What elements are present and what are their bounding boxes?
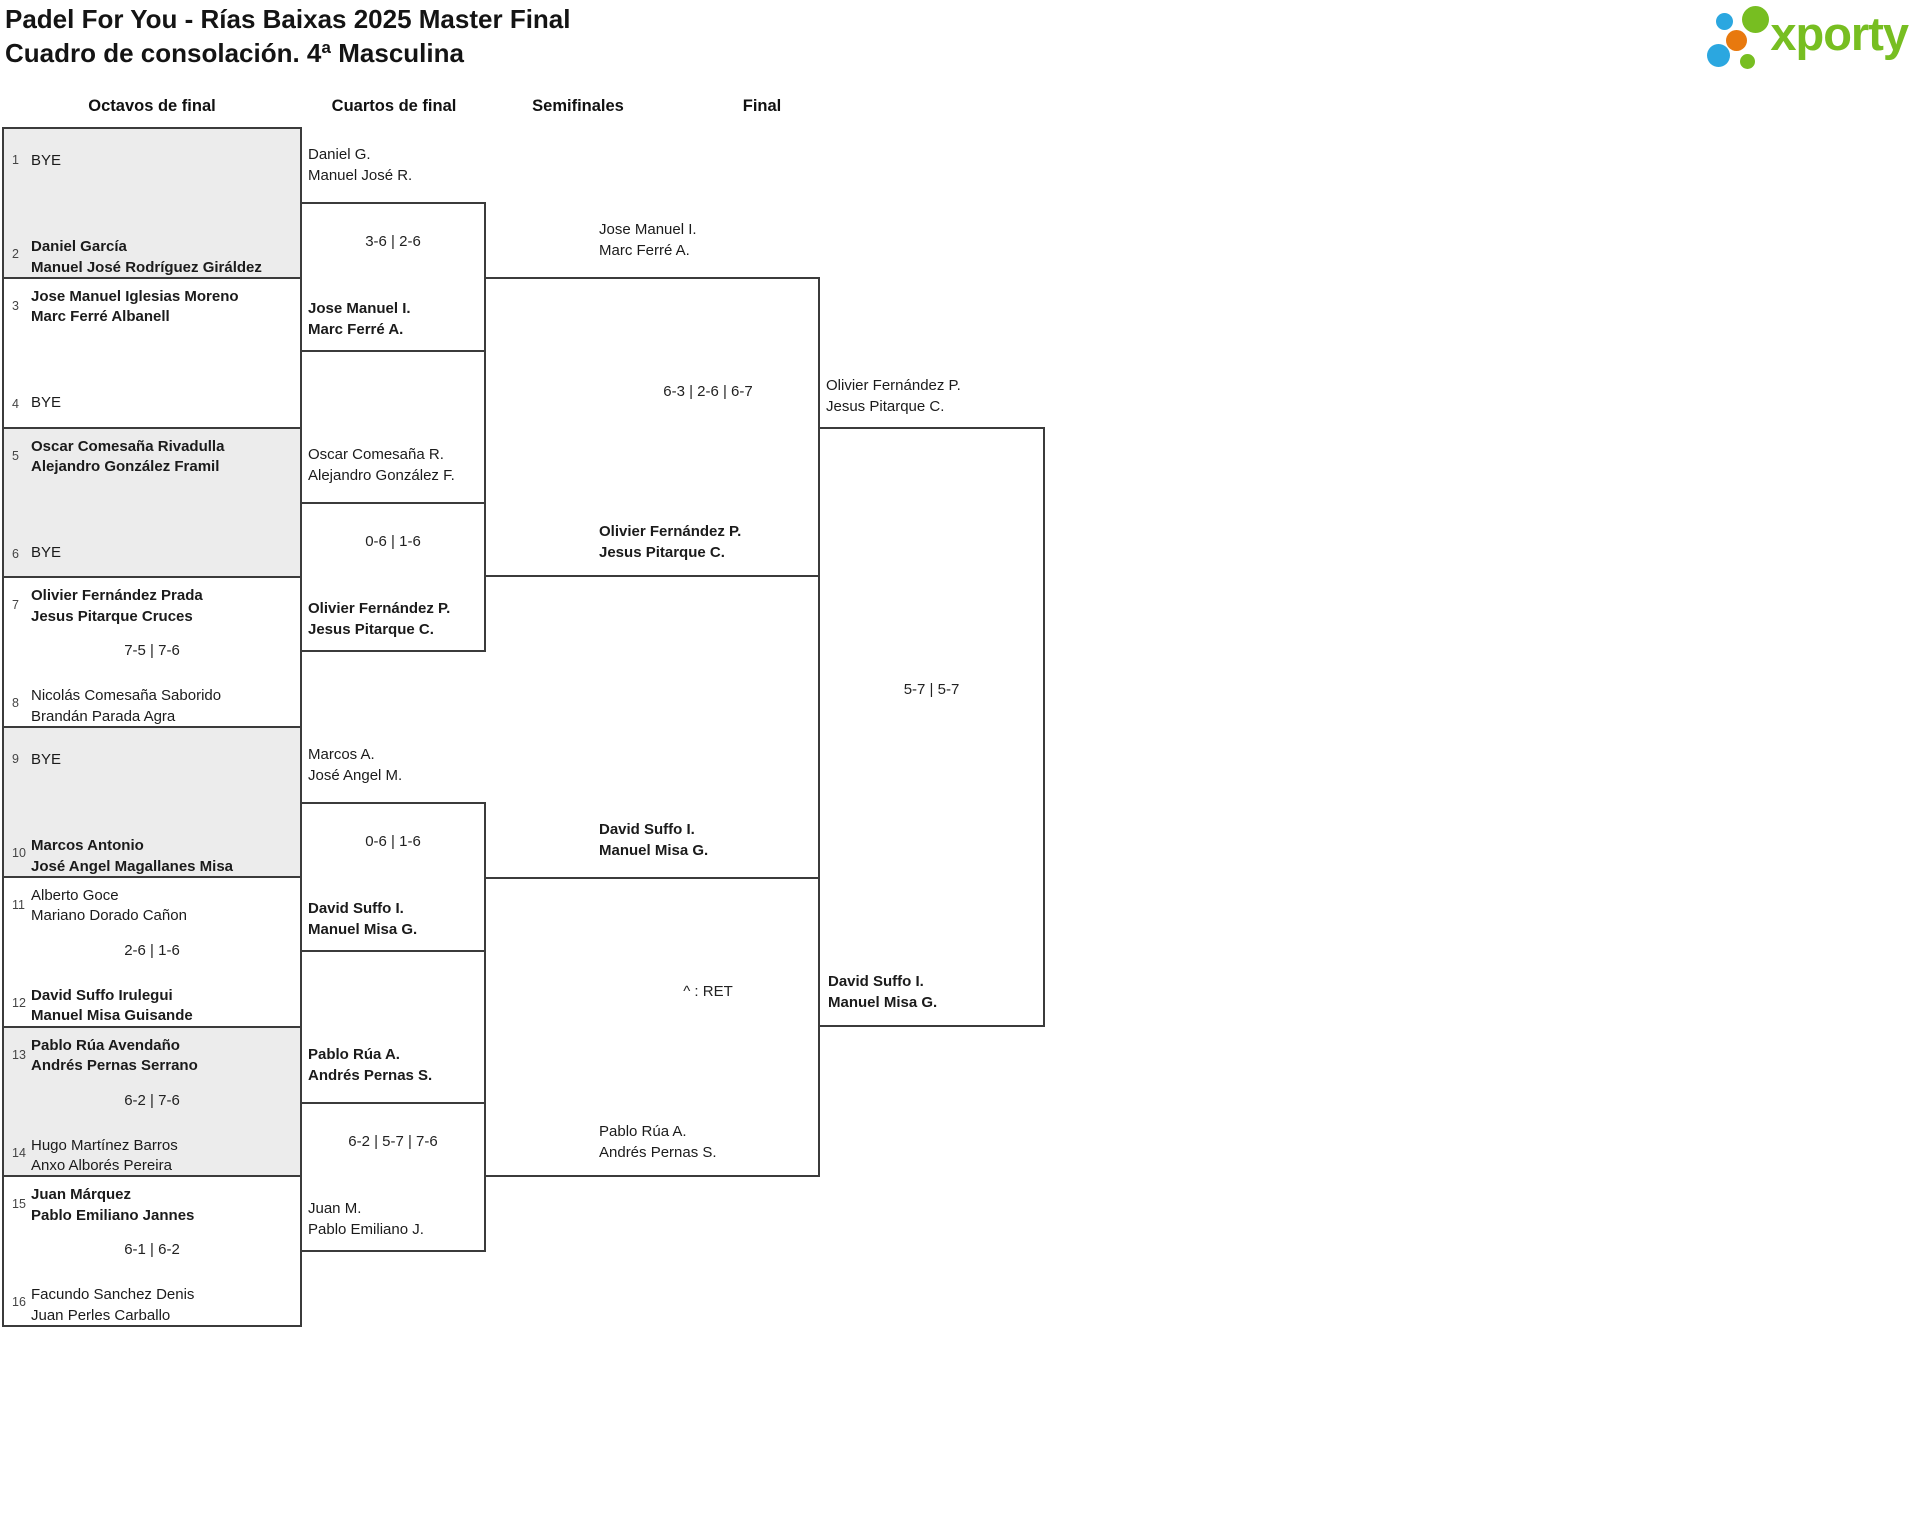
quarterfinal-match-4: Pablo Rúa A.Andrés Pernas S. 6-2 | 5-7 |… <box>300 1046 486 1252</box>
logo-dot-blue-small-icon <box>1716 13 1734 30</box>
seed-number: 12 <box>12 995 26 1010</box>
quarterfinal-match-3: Marcos A.José Angel M. 0-6 | 1-6 David S… <box>300 746 486 952</box>
team-names: Olivier Fernández P.Jesus Pitarque C. <box>599 523 742 561</box>
semifinal-match-2: David Suffo I.Manuel Misa G. ^ : RET Pab… <box>484 821 820 1177</box>
seed-number: 11 <box>12 897 25 912</box>
match-score: 2-6 | 1-6 <box>124 941 180 959</box>
team-names: Jose Manuel I.Marc Ferré A. <box>599 221 697 259</box>
xporty-logo-text: xporty <box>1770 7 1909 60</box>
seed-number: 2 <box>12 247 19 261</box>
team-names: Pablo Rúa A.Andrés Pernas S. <box>308 1046 433 1084</box>
quarterfinal-match-1: Daniel G.Manuel José R. 3-6 | 2-6 Jose M… <box>300 146 486 352</box>
bracket-subtitle: Cuadro de consolación. 4ª Masculina <box>5 38 464 68</box>
match-score: 0-6 | 1-6 <box>365 533 421 550</box>
team-names: BYE <box>31 393 62 411</box>
team-names: Olivier Fernández P.Jesus Pitarque C. <box>308 600 451 638</box>
logo-dot-orange-icon <box>1726 30 1748 51</box>
match-score: 3-6 | 2-6 <box>365 233 421 250</box>
match-score: 0-6 | 1-6 <box>365 833 421 850</box>
seed-number: 4 <box>12 396 19 411</box>
seed-number: 3 <box>12 298 19 313</box>
logo-dot-green-large-icon <box>1742 6 1770 33</box>
match-score: 5-7 | 5-7 <box>903 681 960 698</box>
team-names: Oscar Comesaña R.Alejandro González F. <box>308 446 455 484</box>
seed-number: 5 <box>12 448 19 463</box>
page-title: Padel For You - Rías Baixas 2025 Master … <box>5 2 571 70</box>
team-names: Pablo Rúa A.Andrés Pernas S. <box>599 1123 717 1161</box>
seed-number: 9 <box>12 752 19 766</box>
team-names: Marcos A.José Angel M. <box>308 746 403 784</box>
team-names: Daniel G.Manuel José R. <box>308 146 413 184</box>
seed-number: 15 <box>12 1197 26 1212</box>
tournament-title: Padel For You - Rías Baixas 2025 Master … <box>5 4 571 34</box>
team-names: Jose Manuel I.Marc Ferré A. <box>308 300 411 338</box>
team-names: BYE <box>31 751 62 768</box>
team-names: David Suffo I.Manuel Misa G. <box>308 900 418 938</box>
seed-number: 13 <box>12 1047 26 1062</box>
match-score: 6-1 | 6-2 <box>124 1241 180 1259</box>
quarterfinal-match-2: Oscar Comesaña R.Alejandro González F. 0… <box>300 446 486 652</box>
team-names: BYE <box>31 152 62 169</box>
team-names: Olivier Fernández P.Jesus Pitarque C. <box>826 377 961 415</box>
team-names: David Suffo I.Manuel Misa G. <box>828 973 938 1011</box>
seed-number: 16 <box>12 1295 26 1310</box>
match-score: 6-2 | 7-6 <box>124 1091 180 1109</box>
match-score: 6-2 | 5-7 | 7-6 <box>348 1133 438 1150</box>
team-names: David Suffo I.Manuel Misa G. <box>599 821 709 859</box>
xporty-logo[interactable]: xporty <box>1706 4 1909 70</box>
match-score: 7-5 | 7-6 <box>124 642 180 660</box>
seed-number: 14 <box>12 1145 26 1160</box>
team-names: BYE <box>31 543 62 561</box>
team-names: Juan M.Pablo Emiliano J. <box>308 1200 424 1238</box>
match-score: ^ : RET <box>683 983 733 1000</box>
seed-number: 1 <box>12 153 19 167</box>
logo-dot-blue-large-icon <box>1707 44 1731 67</box>
logo-dot-green-small-icon <box>1740 54 1756 69</box>
seed-number: 6 <box>12 546 19 561</box>
semifinal-match-1: Jose Manuel I.Marc Ferré A. 6-3 | 2-6 | … <box>484 221 820 577</box>
round-header-semifinales: Semifinales <box>532 97 624 115</box>
xporty-logo-dots-icon <box>1706 4 1770 70</box>
seed-number: 8 <box>12 696 19 711</box>
round-header-cuartos: Cuartos de final <box>331 97 457 115</box>
seed-number: 7 <box>12 598 19 613</box>
seed-number: 10 <box>12 846 26 860</box>
match-score: 6-3 | 2-6 | 6-7 <box>663 383 753 400</box>
round-header-final: Final <box>742 97 782 115</box>
final-match: Olivier Fernández P.Jesus Pitarque C. 5-… <box>818 377 1045 1027</box>
round-header-octavos: Octavos de final <box>88 97 216 115</box>
